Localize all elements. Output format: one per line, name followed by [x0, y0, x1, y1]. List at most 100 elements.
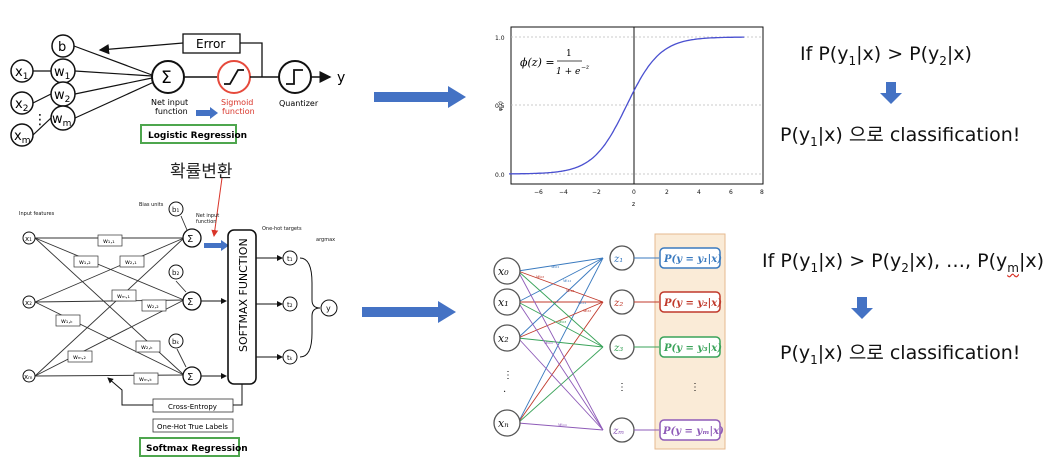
svg-text:4: 4 — [697, 189, 701, 196]
svg-text:x₂: x₂ — [498, 332, 509, 345]
true-labels-box — [152, 418, 234, 433]
transition-arrows — [362, 86, 466, 323]
svg-text:−6: −6 — [534, 189, 543, 196]
svg-text:Σ: Σ — [187, 234, 193, 245]
svg-text:8: 8 — [760, 189, 764, 196]
svg-text:−z: −z — [581, 64, 590, 71]
softmax-weights: w₁,₁ w₁,₂ w₂,₁ wₘ,₁ w₂,₂ w₁,ₖ w₂,ₖ wₘ,₂ … — [55, 234, 167, 385]
svg-text:w₁,ₖ: w₁,ₖ — [61, 318, 73, 325]
logistic-inputs: b x1 w1 x2 w2 ⋮ xm wm — [10, 34, 76, 147]
cross-entropy-label: Cross-Entropy — [168, 403, 217, 411]
svg-text:w₁₂: w₁₂ — [566, 288, 574, 294]
prob-boxes: P(y = y₁|x) P(y = y₂|x) P(y = y₃|x) ⋮ P(… — [659, 247, 724, 441]
softmax-b2: b₂ — [172, 269, 179, 277]
svg-text:w₁₁: w₁₁ — [563, 278, 571, 284]
multiclass-network: w₀₁ w₀₂ w₁₁ w₁₂ w₂₁ w₂₂ w₀₃ w₀ₘ wₙₘ x₀ x… — [493, 233, 726, 450]
plot-xlabel: z — [632, 201, 635, 208]
input-features-label: Input features — [19, 211, 55, 217]
binary-condition: If P(y1|x) > P(y2|x) — [800, 43, 972, 68]
svg-text:w₂₁: w₂₁ — [578, 300, 586, 306]
softmax-b1: b₁ — [172, 206, 179, 214]
target-t2: t₂ — [287, 301, 293, 309]
svg-text:w₀₃: w₀₃ — [558, 319, 566, 325]
svg-text:−2: −2 — [592, 189, 601, 196]
transform-label: 확률변환 — [170, 162, 233, 182]
logistic-title-box — [140, 124, 237, 144]
output-y: y — [337, 70, 345, 86]
svg-text:P(y = y₃|x): P(y = y₃|x) — [663, 343, 722, 354]
svg-text:w₁,₁: w₁,₁ — [103, 238, 115, 245]
softmax-nodes: x₁ x₂ xₘ b₁ b₂ bₖ Σ Σ Σ — [22, 201, 202, 386]
softmax-x2: x₂ — [25, 299, 32, 307]
target-t1: t₁ — [287, 255, 293, 263]
svg-text:⋮: ⋮ — [503, 370, 513, 381]
svg-text:0: 0 — [632, 189, 636, 196]
softmax-x1: x₁ — [25, 235, 32, 243]
argmax-label: argmax — [316, 237, 335, 243]
error-label: Error — [196, 37, 225, 51]
binary-result: P(y1|x) 으로 classification! — [780, 124, 1021, 149]
plot-frame — [510, 26, 764, 185]
true-labels-label: One-Hot True Labels — [157, 423, 228, 431]
svg-text:z₃: z₃ — [613, 343, 623, 354]
svg-text:w₂,₁: w₂,₁ — [125, 259, 137, 266]
svg-text:Σ: Σ — [187, 297, 193, 308]
sigmoid-icon — [224, 69, 244, 85]
softmax-net-input-label: Net input — [196, 213, 219, 219]
svg-text:w₀₁: w₀₁ — [551, 264, 559, 270]
softmax-title-box — [139, 437, 240, 457]
target-tk: tₖ — [287, 354, 293, 362]
svg-text:−4: −4 — [559, 189, 568, 196]
softmax-bk: bₖ — [172, 338, 179, 346]
step-icon — [286, 69, 303, 85]
svg-text:0.0: 0.0 — [495, 172, 505, 179]
svg-text:Σ: Σ — [187, 372, 193, 383]
sigmoid-plot: 1.0 0.5 0.0 −6 −4 −2 0 2 4 6 8 z φ(z) ϕ(… — [495, 20, 775, 208]
svg-text:x₀: x₀ — [498, 265, 509, 278]
svg-text:⋮: ⋮ — [690, 382, 700, 393]
svg-text:function: function — [196, 219, 216, 225]
multiclass-outputs: z₁ z₂ z₃ ⋮ zₘ — [609, 245, 635, 443]
svg-text:P(y = yₘ|x): P(y = yₘ|x) — [662, 426, 724, 437]
softmax-xm: xₘ — [24, 373, 33, 381]
svg-text:6: 6 — [729, 189, 733, 196]
softmax-title: Softmax Regression — [146, 444, 248, 454]
multi-result: P(y1|x) 으로 classification! — [780, 342, 1021, 367]
svg-text:2: 2 — [665, 189, 669, 196]
bias-label: b — [58, 40, 66, 55]
svg-text:P(y = y₁|x): P(y = y₁|x) — [663, 254, 722, 265]
svg-text:z₂: z₂ — [613, 298, 623, 309]
svg-text:xₙ: xₙ — [498, 417, 509, 430]
softmax-function-label: SOFTMAX FUNCTION — [237, 238, 250, 352]
svg-text:wₙₘ: wₙₘ — [558, 422, 567, 428]
svg-text:x₁: x₁ — [498, 296, 509, 309]
down-arrows — [851, 82, 902, 319]
svg-text:ϕ(z) =: ϕ(z) = — [520, 56, 555, 69]
net-input-label: Net input — [151, 98, 188, 107]
sigmoid-curve — [509, 36, 745, 175]
sum-symbol: Σ — [161, 68, 172, 88]
svg-text:z₁: z₁ — [613, 254, 623, 265]
svg-text:.: . — [503, 384, 506, 395]
softmax-edges — [34, 215, 188, 377]
sigmoid-label: Sigmoid — [221, 98, 253, 107]
svg-text:function: function — [155, 107, 188, 116]
svg-text:function: function — [222, 107, 255, 116]
svg-text:w₀₂: w₀₂ — [536, 274, 544, 280]
plot-ylabel: φ(z) — [498, 101, 504, 111]
svg-text:⋮: ⋮ — [617, 382, 627, 393]
svg-text:wₘ,₁: wₘ,₁ — [117, 293, 131, 300]
one-hot-targets-label: One-hot targets — [262, 226, 302, 232]
svg-text:w₁,₂: w₁,₂ — [79, 259, 91, 266]
svg-text:1 + e: 1 + e — [556, 67, 580, 77]
svg-text:P(y = y₂|x): P(y = y₂|x) — [663, 298, 722, 309]
svg-text:w₂₂: w₂₂ — [583, 308, 591, 314]
multi-condition: If P(y1|x) > P(y2|x), …, P(ym|x) — [762, 250, 1045, 275]
plot-ticks: 1.0 0.5 0.0 −6 −4 −2 0 2 4 6 8 — [495, 35, 764, 196]
quantizer-label: Quantizer — [279, 99, 319, 108]
svg-text:wₘ,ₖ: wₘ,ₖ — [139, 376, 153, 383]
svg-text:w₀ₘ: w₀ₘ — [544, 340, 553, 346]
edge-weight-labels: w₀₁ w₀₂ w₁₁ w₁₂ w₂₁ w₂₂ w₀₃ w₀ₘ wₙₘ — [536, 264, 591, 428]
svg-text:1.0: 1.0 — [495, 35, 505, 42]
